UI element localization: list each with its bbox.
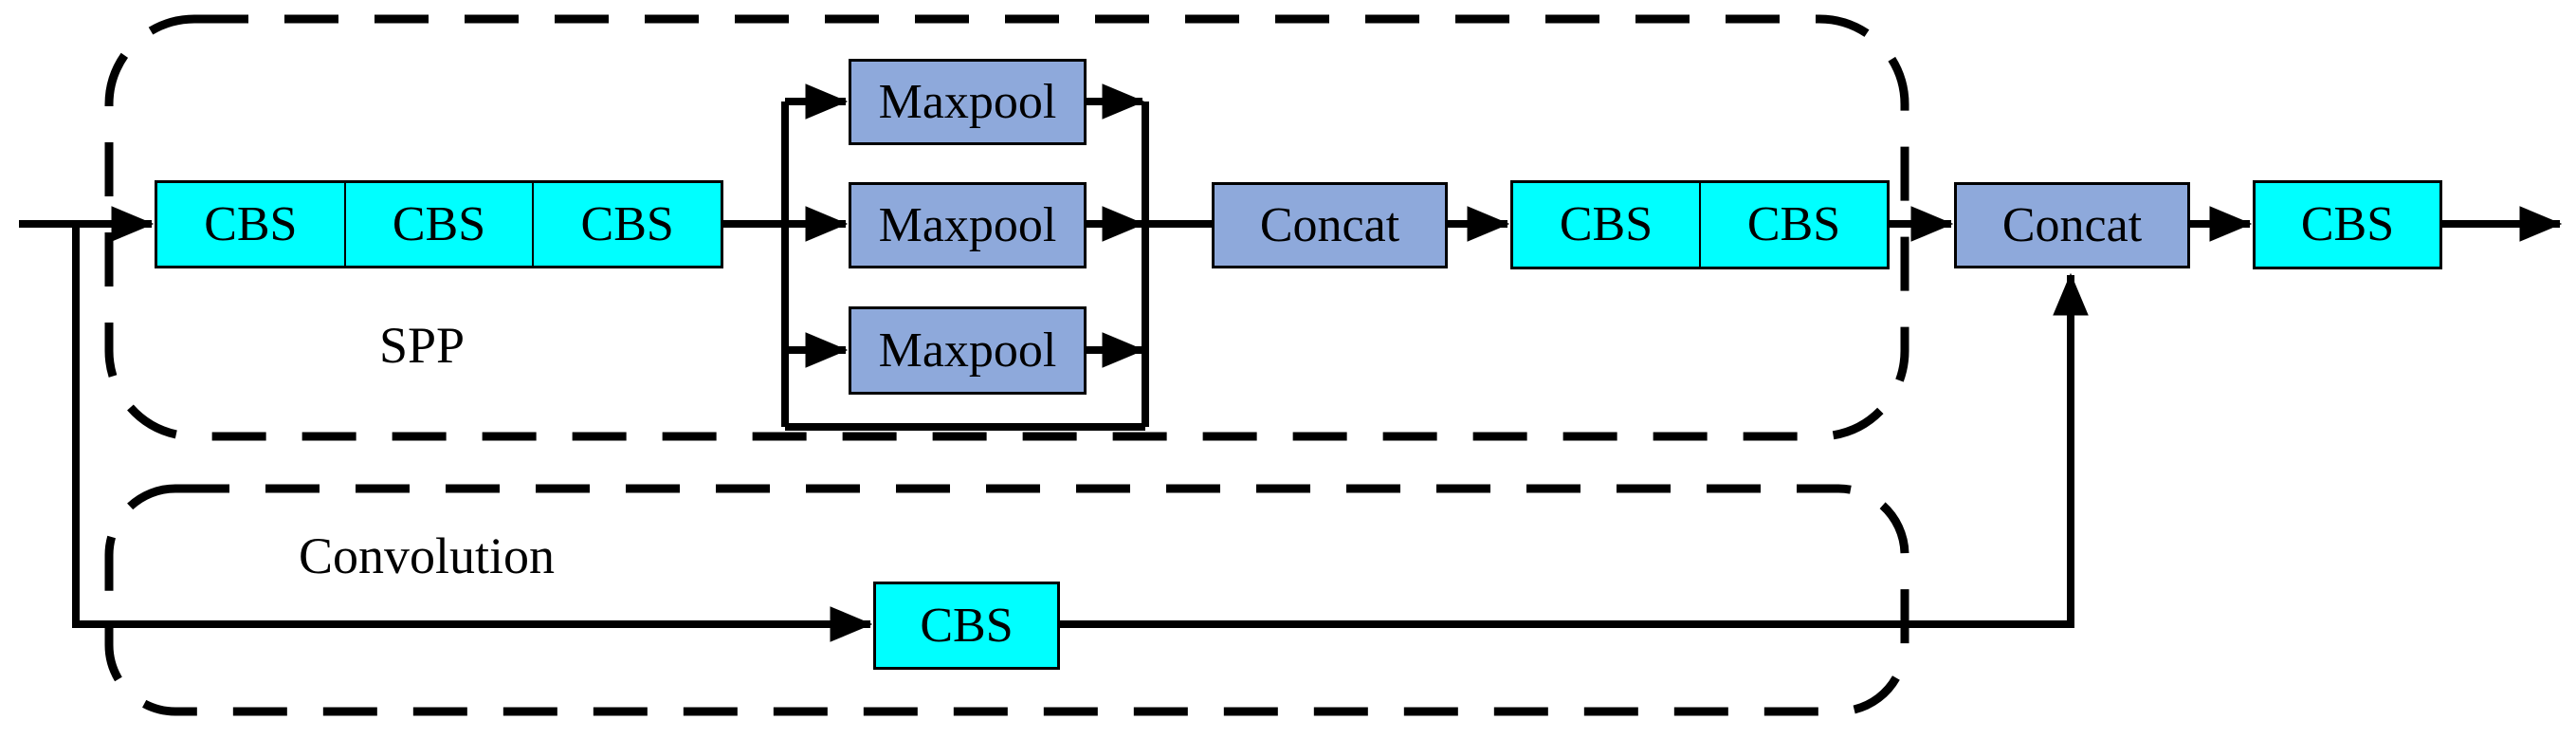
node-cbs-row: CBS CBS CBS bbox=[155, 180, 723, 268]
node-maxpool-3: Maxpool bbox=[849, 306, 1087, 395]
node-maxpool-2: Maxpool bbox=[849, 182, 1087, 268]
node-cbs-bypass: CBS bbox=[873, 582, 1060, 670]
convolution-group-label: Convolution bbox=[298, 527, 556, 584]
node-cbs-2: CBS bbox=[343, 183, 533, 266]
node-cbs-1: CBS bbox=[204, 196, 298, 251]
node-cbs-final: CBS bbox=[2253, 180, 2442, 269]
bypass-branch-arrow bbox=[72, 224, 873, 642]
node-concat-inner: Concat bbox=[1212, 182, 1448, 268]
spp-group-border bbox=[104, 14, 1909, 441]
spp-group-label: SPP bbox=[378, 317, 466, 374]
node-cbs-5: CBS bbox=[1699, 183, 1887, 267]
node-concat-outer: Concat bbox=[1954, 182, 2190, 268]
convolution-group-border bbox=[104, 484, 1909, 716]
node-cbs-pair: CBS CBS bbox=[1510, 180, 1890, 269]
node-maxpool-1: Maxpool bbox=[849, 59, 1087, 145]
node-cbs-3: CBS bbox=[532, 183, 721, 266]
node-cbs-4: CBS bbox=[1559, 197, 1653, 251]
bypass-up-arrow bbox=[1060, 272, 2089, 628]
